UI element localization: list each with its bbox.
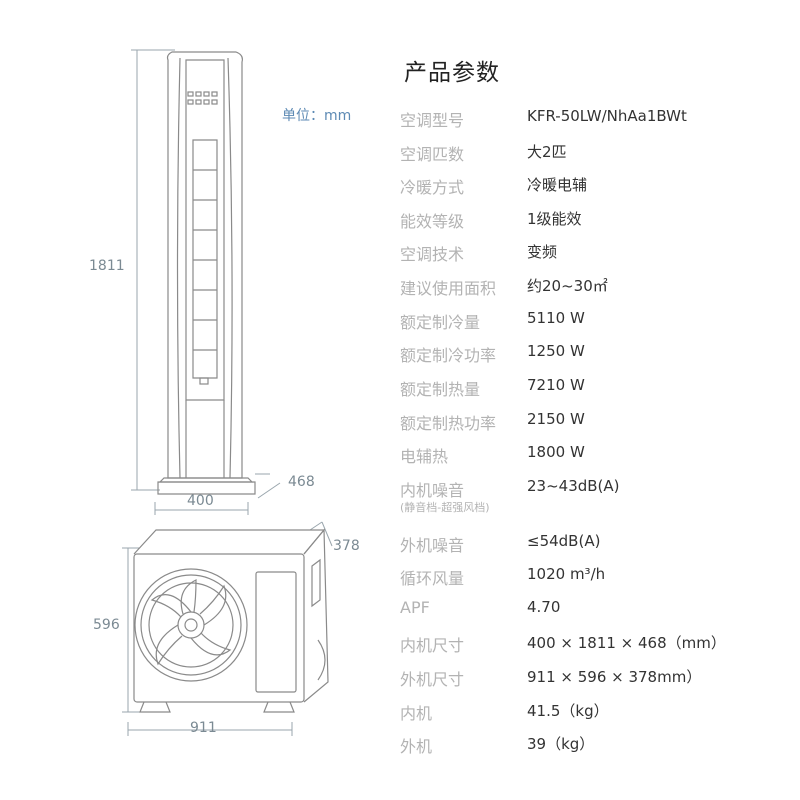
spec-row-indoor-size: 内机尺寸 400 × 1811 × 468（mm） xyxy=(400,632,800,658)
spec-row-outdoor-noise: 外机噪音 ≤54dB(A) xyxy=(400,532,800,558)
indoor-height-label: 1811 xyxy=(89,258,125,274)
spec-row-heating-capacity: 额定制热量 7210 W xyxy=(400,376,800,402)
spec-row-airflow: 循环风量 1020 m³/h xyxy=(400,565,800,591)
spec-sublabel: (静音档-超强风档) xyxy=(400,501,490,514)
spec-value: 1020 m³/h xyxy=(527,565,606,583)
spec-value: 大2匹 xyxy=(527,143,567,161)
spec-row-model: 空调型号 KFR-50LW/NhAa1BWt xyxy=(400,107,800,133)
indoor-depth-label: 468 xyxy=(288,474,315,490)
spec-value: 4.70 xyxy=(527,598,561,616)
spec-row-cooling-capacity: 额定制冷量 5110 W xyxy=(400,309,800,335)
spec-label: 循环风量 xyxy=(400,569,465,588)
spec-row-heating-power: 额定制热功率 2150 W xyxy=(400,410,800,436)
spec-value: 41.5（kg） xyxy=(527,702,609,720)
spec-value: ≤54dB(A) xyxy=(527,532,601,550)
spec-label: 内机 xyxy=(400,704,433,723)
spec-label: 电辅热 xyxy=(400,447,449,466)
spec-title: 产品参数 xyxy=(404,60,500,86)
indoor-width-dimension xyxy=(154,502,249,515)
spec-value: 冷暖电辅 xyxy=(527,176,588,194)
spec-row-technology: 空调技术 变频 xyxy=(400,241,800,267)
outdoor-depth-dimension xyxy=(309,521,333,547)
spec-value: 2150 W xyxy=(527,410,585,428)
spec-label: APF xyxy=(400,598,430,617)
spec-label: 建议使用面积 xyxy=(400,279,497,298)
indoor-depth-dimension xyxy=(255,473,281,499)
spec-label: 外机噪音 xyxy=(400,536,465,555)
unit-label: 单位：mm xyxy=(282,108,352,124)
outdoor-unit xyxy=(133,528,329,713)
spec-label: 能效等级 xyxy=(400,212,465,231)
spec-value: 约20~30㎡ xyxy=(527,277,608,295)
indoor-width-label: 400 xyxy=(187,493,214,509)
outdoor-width-dimension xyxy=(127,722,293,736)
spec-value: 变频 xyxy=(527,243,558,261)
spec-label: 额定制热功率 xyxy=(400,414,497,433)
spec-label: 冷暖方式 xyxy=(400,178,465,197)
spec-value: 1250 W xyxy=(527,342,585,360)
outdoor-depth-label: 378 xyxy=(333,538,360,554)
spec-value: 5110 W xyxy=(527,309,585,327)
spec-label: 额定制冷功率 xyxy=(400,346,497,365)
indoor-unit xyxy=(157,51,256,495)
spec-row-area: 建议使用面积 约20~30㎡ xyxy=(400,275,800,301)
spec-value: 39（kg） xyxy=(527,735,595,753)
spec-label: 空调型号 xyxy=(400,111,465,130)
spec-value: 1级能效 xyxy=(527,210,582,228)
spec-row-indoor-weight: 内机 41.5（kg） xyxy=(400,700,800,726)
indoor-height-dimension xyxy=(131,49,175,491)
spec-value: 400 × 1811 × 468（mm） xyxy=(527,634,726,652)
spec-row-aux-heat: 电辅热 1800 W xyxy=(400,443,800,469)
spec-label: 内机尺寸 xyxy=(400,636,465,655)
spec-label: 外机尺寸 xyxy=(400,670,465,689)
spec-label: 内机噪音 xyxy=(400,481,465,500)
spec-value: KFR-50LW/NhAa1BWt xyxy=(527,107,687,125)
spec-value: 23~43dB(A) xyxy=(527,477,620,495)
spec-row-outdoor-weight: 外机 39（kg） xyxy=(400,733,800,759)
spec-value: 1800 W xyxy=(527,443,585,461)
spec-row-efficiency: 能效等级 1级能效 xyxy=(400,208,800,234)
spec-value: 911 × 596 × 378mm） xyxy=(527,668,702,686)
spec-row-mode: 冷暖方式 冷暖电辅 xyxy=(400,174,800,200)
spec-label: 额定制冷量 xyxy=(400,313,481,332)
outdoor-height-dimension xyxy=(122,547,140,713)
spec-label: 额定制热量 xyxy=(400,380,481,399)
outdoor-width-label: 911 xyxy=(190,720,217,736)
spec-row-indoor-noise: 内机噪音 (静音档-超强风档) 23~43dB(A) xyxy=(400,477,800,517)
spec-row-horsepower: 空调匹数 大2匹 xyxy=(400,141,800,167)
spec-label: 空调匹数 xyxy=(400,145,465,164)
spec-label: 外机 xyxy=(400,737,433,756)
spec-value: 7210 W xyxy=(527,376,585,394)
spec-row-outdoor-size: 外机尺寸 911 × 596 × 378mm） xyxy=(400,666,800,692)
spec-row-cooling-power: 额定制冷功率 1250 W xyxy=(400,342,800,368)
outdoor-height-label: 596 xyxy=(93,617,120,633)
spec-row-apf: APF 4.70 xyxy=(400,598,800,624)
spec-label: 空调技术 xyxy=(400,245,465,264)
